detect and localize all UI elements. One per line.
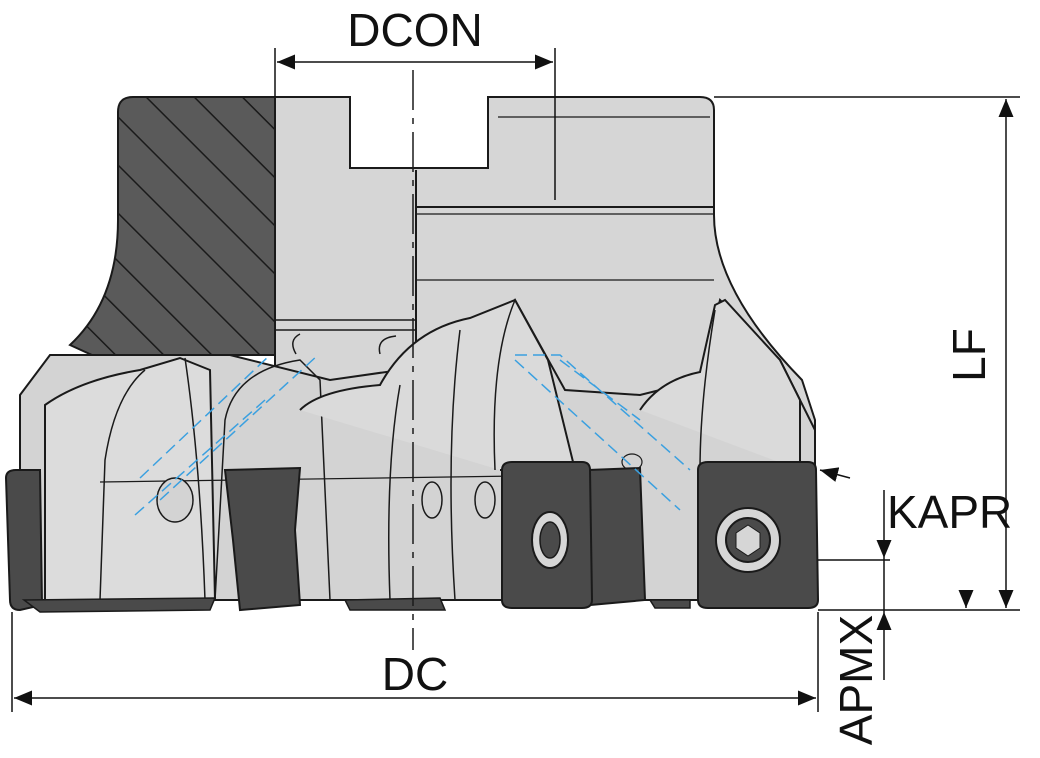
lf-label: LF [943, 328, 995, 382]
lf-dimension: LF [714, 96, 1020, 611]
kapr-dimension: KAPR [819, 467, 1012, 608]
apmx-dimension: APMX [818, 490, 892, 745]
dc-label: DC [382, 648, 448, 700]
dc-dimension: DC [11, 612, 819, 712]
dcon-dimension: DCON [274, 4, 556, 200]
apmx-label: APMX [830, 615, 882, 745]
inserts [4, 461, 820, 613]
dcon-label: DCON [347, 4, 482, 56]
hidden-lines [134, 354, 691, 516]
kapr-label: KAPR [887, 486, 1012, 538]
